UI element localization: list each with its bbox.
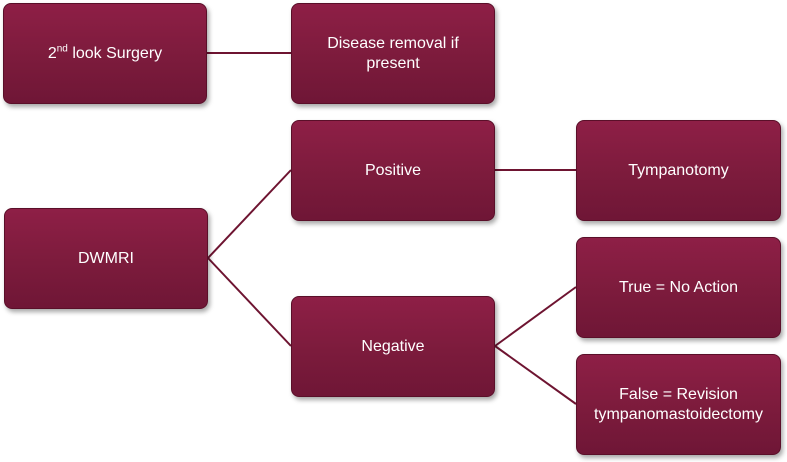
node-disease-removal: Disease removal if present	[291, 3, 495, 104]
node-true-no-action: True = No Action	[576, 237, 781, 338]
node-second-look-surgery: 2nd look Surgery	[3, 3, 207, 104]
node-true-no-action-label: True = No Action	[618, 278, 739, 296]
node-second-look-surgery-label: 2nd look Surgery	[47, 43, 163, 62]
connector-dwmri-negative	[207, 257, 292, 347]
node-tympanotomy-label: Tympanotomy	[628, 161, 729, 179]
node-positive-label: Positive	[364, 161, 422, 179]
connector-negative-true	[494, 286, 577, 347]
node-tympanotomy: Tympanotomy	[576, 120, 781, 221]
node-dwmri: DWMRI	[4, 208, 208, 309]
node-dwmri-label: DWMRI	[78, 249, 134, 267]
connector-negative-false	[494, 345, 577, 405]
node-false-revision-label: False = Revision tympanomastoidectomy	[594, 385, 763, 423]
node-false-revision: False = Revision tympanomastoidectomy	[576, 354, 781, 455]
node-disease-removal-label: Disease removal if present	[327, 34, 459, 72]
node-positive: Positive	[291, 120, 495, 221]
connector-dwmri-positive	[207, 169, 292, 259]
node-negative: Negative	[291, 296, 495, 397]
node-negative-label: Negative	[361, 337, 425, 355]
